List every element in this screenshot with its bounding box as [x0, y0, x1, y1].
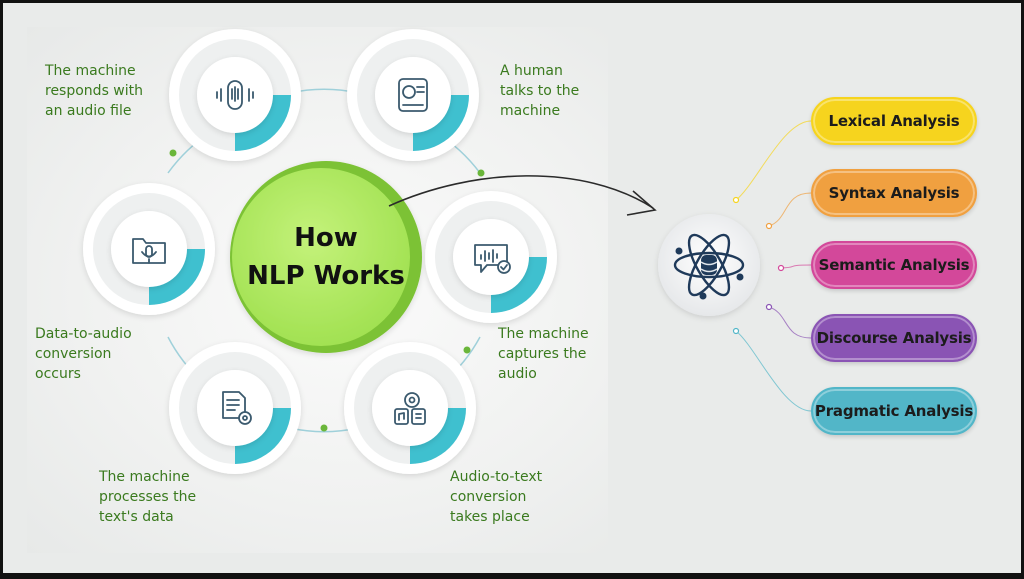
branch-line — [768, 306, 812, 339]
step-label-human-talks: A human talks to the machine — [500, 63, 580, 119]
center-title-line1: How — [294, 223, 358, 253]
branch-dot — [765, 222, 773, 230]
branch-dot — [765, 303, 773, 311]
cycle-dots — [169, 149, 485, 432]
atom-database-icon — [673, 233, 745, 300]
branch-dot — [732, 196, 740, 204]
step-label-audio-to-text: Audio-to-text conversion takes place — [450, 469, 543, 525]
lexical-analysis-pill: Lexical Analysis — [811, 97, 977, 145]
center-title: How NLP Works — [239, 170, 413, 344]
analysis-branches — [732, 120, 812, 412]
step-label-captures-audio: The machine captures the audio — [498, 326, 589, 382]
branch-dot — [732, 327, 740, 335]
step-node-4 — [344, 342, 476, 474]
branch-line — [780, 264, 812, 269]
center-node — [230, 161, 422, 353]
diagram-canvas — [83, 29, 812, 474]
center-title-line2: NLP Works — [247, 261, 405, 291]
semantic-analysis-pill: Semantic Analysis — [811, 241, 977, 289]
infographic: The machine responds with an audio file … — [3, 3, 1021, 573]
step-node-5 — [169, 342, 301, 474]
branch-line — [768, 192, 812, 227]
step-node-6 — [83, 183, 215, 315]
pragmatic-analysis-pill: Pragmatic Analysis — [811, 387, 977, 435]
syntax-analysis-pill: Syntax Analysis — [811, 169, 977, 217]
step-node-1 — [169, 29, 301, 161]
human-talk-icon — [398, 78, 428, 112]
speech-bubble-icon — [474, 244, 511, 274]
audio-to-text-icon — [394, 392, 426, 425]
branch-line — [735, 330, 812, 412]
text-gear-icon — [222, 391, 252, 425]
step-node-2 — [347, 29, 479, 161]
branch-line — [735, 120, 812, 201]
step-label-responds-audio: The machine responds with an audio file — [45, 63, 144, 119]
discourse-analysis-pill: Discourse Analysis — [811, 314, 977, 362]
step-node-3 — [425, 191, 557, 323]
step-label-data-to-audio: Data-to-audio conversion occurs — [35, 326, 132, 382]
speaker-icon — [216, 80, 254, 110]
folder-mic-icon — [132, 238, 166, 264]
branch-dot — [777, 264, 785, 272]
step-label-processes-text: The machine processes the text's data — [99, 469, 197, 525]
flow-arrow — [388, 175, 657, 216]
analysis-hub — [658, 214, 760, 316]
